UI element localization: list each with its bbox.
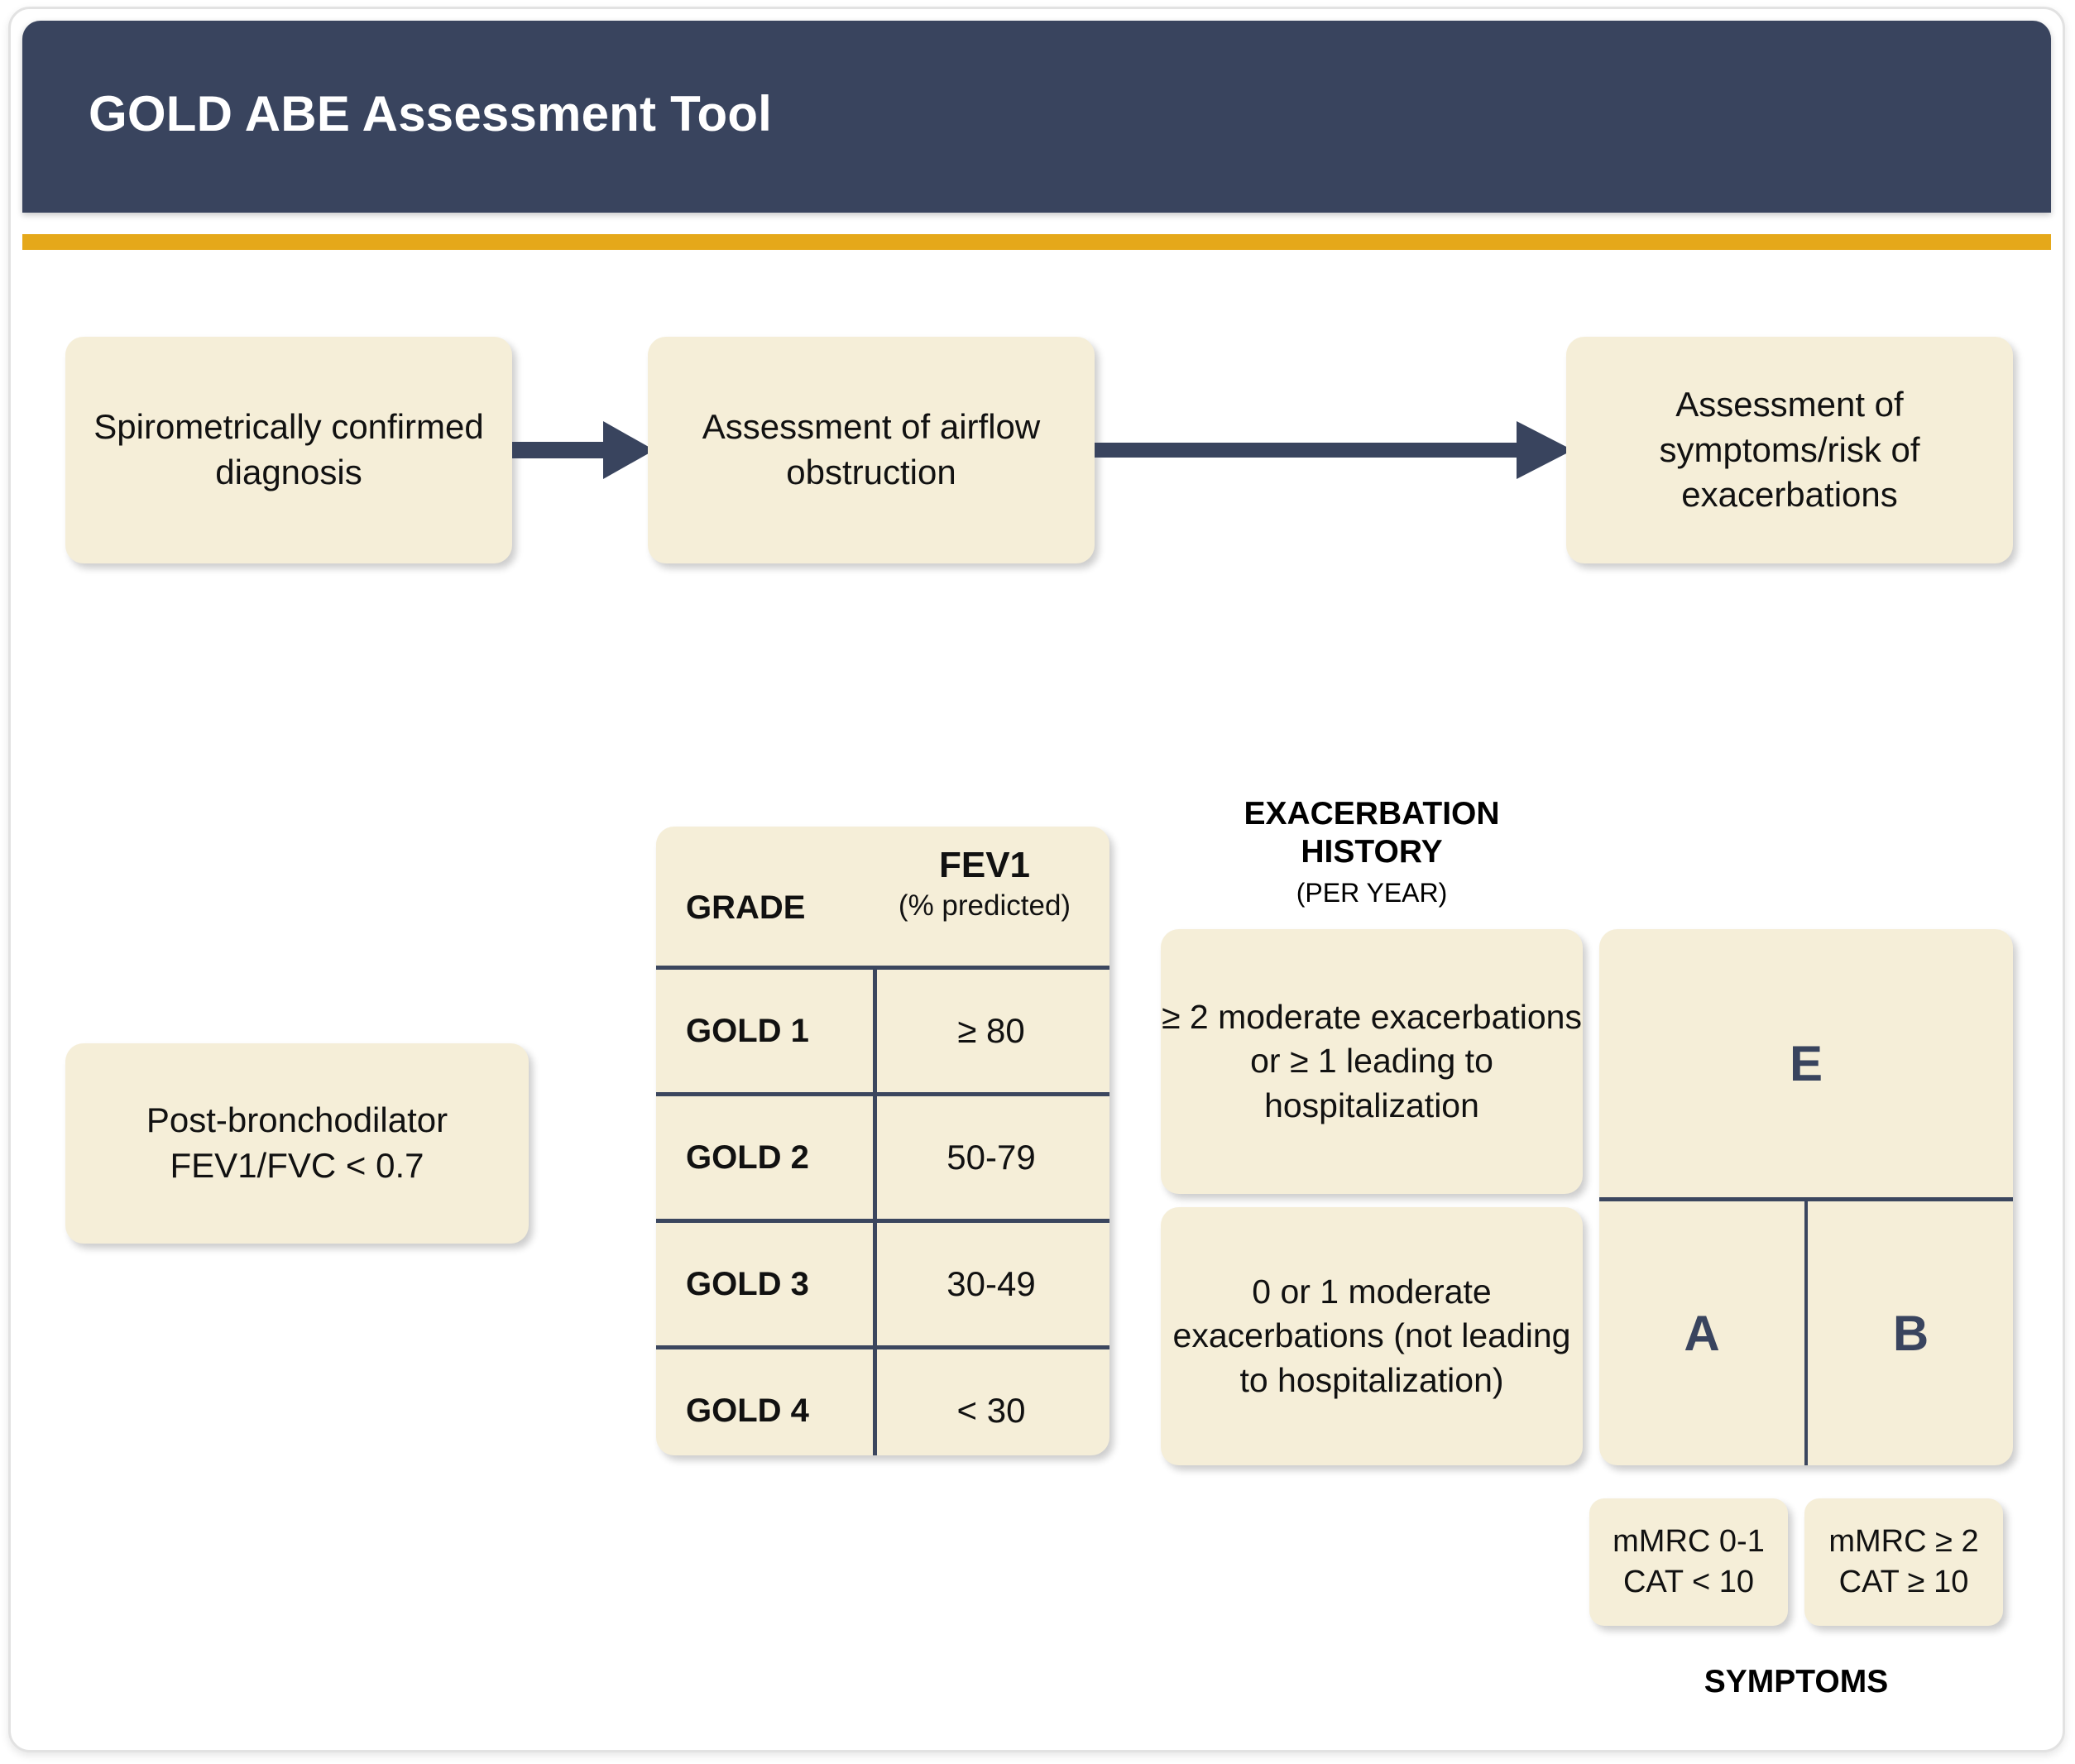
arrow-right-icon bbox=[512, 421, 654, 479]
table-divider bbox=[656, 966, 1109, 970]
figure-frame: GOLD ABE Assessment Tool Spirometrically… bbox=[8, 7, 2065, 1752]
cell-fev1: ≥ 80 bbox=[957, 1011, 1025, 1050]
page-title: GOLD ABE Assessment Tool bbox=[89, 86, 773, 141]
abe-cell-b: B bbox=[1892, 1306, 1929, 1361]
cell-fev1: 50-79 bbox=[946, 1138, 1036, 1177]
arrow-right-icon bbox=[1095, 421, 1573, 479]
gold-accent-rule bbox=[22, 234, 2051, 250]
column-header-grade: GRADE bbox=[686, 889, 806, 926]
table-divider bbox=[656, 1219, 1109, 1223]
exacerbation-title-line2: HISTORY bbox=[1301, 834, 1443, 870]
column-header-fev1-main: FEV1 bbox=[938, 845, 1031, 885]
column-header-fev1-sub: (% predicted) bbox=[898, 889, 1071, 922]
flow-box-symptoms-risk: Assessment of symptoms/risk of exacerbat… bbox=[1566, 337, 2013, 563]
table-row: GOLD 1 ≥ 80 bbox=[656, 970, 1109, 1092]
exacerbation-title-line1: EXACERBATION bbox=[1244, 796, 1500, 832]
cell-grade: GOLD 3 bbox=[686, 1265, 809, 1302]
table-row: GOLD 2 50-79 bbox=[656, 1096, 1109, 1219]
table-divider bbox=[656, 1345, 1109, 1349]
abe-cell-e: E bbox=[1789, 1035, 1823, 1091]
exacerbation-title-subtitle: (PER YEAR) bbox=[1296, 878, 1448, 908]
exacerbation-box-high-risk: ≥ 2 moderate exacerbations or ≥ 1 leadin… bbox=[1161, 929, 1583, 1194]
exacerbation-box-low-risk: 0 or 1 moderate exacerbations (not leadi… bbox=[1161, 1207, 1583, 1465]
table-column-divider bbox=[873, 970, 877, 1455]
table-divider bbox=[656, 1092, 1109, 1096]
post-bronchodilator-criteria-box: Post-bronchodilator FEV1/FVC < 0.7 bbox=[65, 1043, 529, 1244]
cell-grade: GOLD 1 bbox=[686, 1012, 809, 1049]
table-header-row: GRADE FEV1 (% predicted) bbox=[656, 827, 1109, 966]
flow-box-airflow-obstruction: Assessment of airflow obstruction bbox=[648, 337, 1095, 563]
gold-grade-table: GRADE FEV1 (% predicted) GOLD 1 ≥ 80 GOL… bbox=[656, 827, 1109, 1455]
abe-horizontal-divider bbox=[1599, 1197, 2013, 1201]
abe-group-grid: E A B bbox=[1599, 929, 2013, 1465]
cell-grade: GOLD 2 bbox=[686, 1138, 809, 1176]
exacerbation-history-title: EXACERBATION HISTORY (PER YEAR) bbox=[1161, 795, 1583, 908]
abe-cell-a: A bbox=[1684, 1306, 1720, 1361]
cell-grade: GOLD 4 bbox=[686, 1392, 809, 1429]
symptom-box-high: mMRC ≥ 2 CAT ≥ 10 bbox=[1804, 1498, 2003, 1626]
cell-fev1: 30-49 bbox=[946, 1264, 1036, 1303]
table-row: GOLD 3 30-49 bbox=[656, 1223, 1109, 1345]
flow-box-diagnosis: Spirometrically confirmed diagnosis bbox=[65, 337, 512, 563]
symptoms-axis-label: SYMPTOMS bbox=[1704, 1664, 1889, 1699]
table-row: GOLD 4 < 30 bbox=[656, 1349, 1109, 1455]
header-bar: GOLD ABE Assessment Tool bbox=[22, 21, 2051, 213]
cell-fev1: < 30 bbox=[956, 1391, 1026, 1430]
abe-vertical-divider bbox=[1804, 1201, 1808, 1465]
column-header-fev1: FEV1 (% predicted) bbox=[873, 845, 1096, 923]
symptom-box-low: mMRC 0-1 CAT < 10 bbox=[1589, 1498, 1788, 1626]
